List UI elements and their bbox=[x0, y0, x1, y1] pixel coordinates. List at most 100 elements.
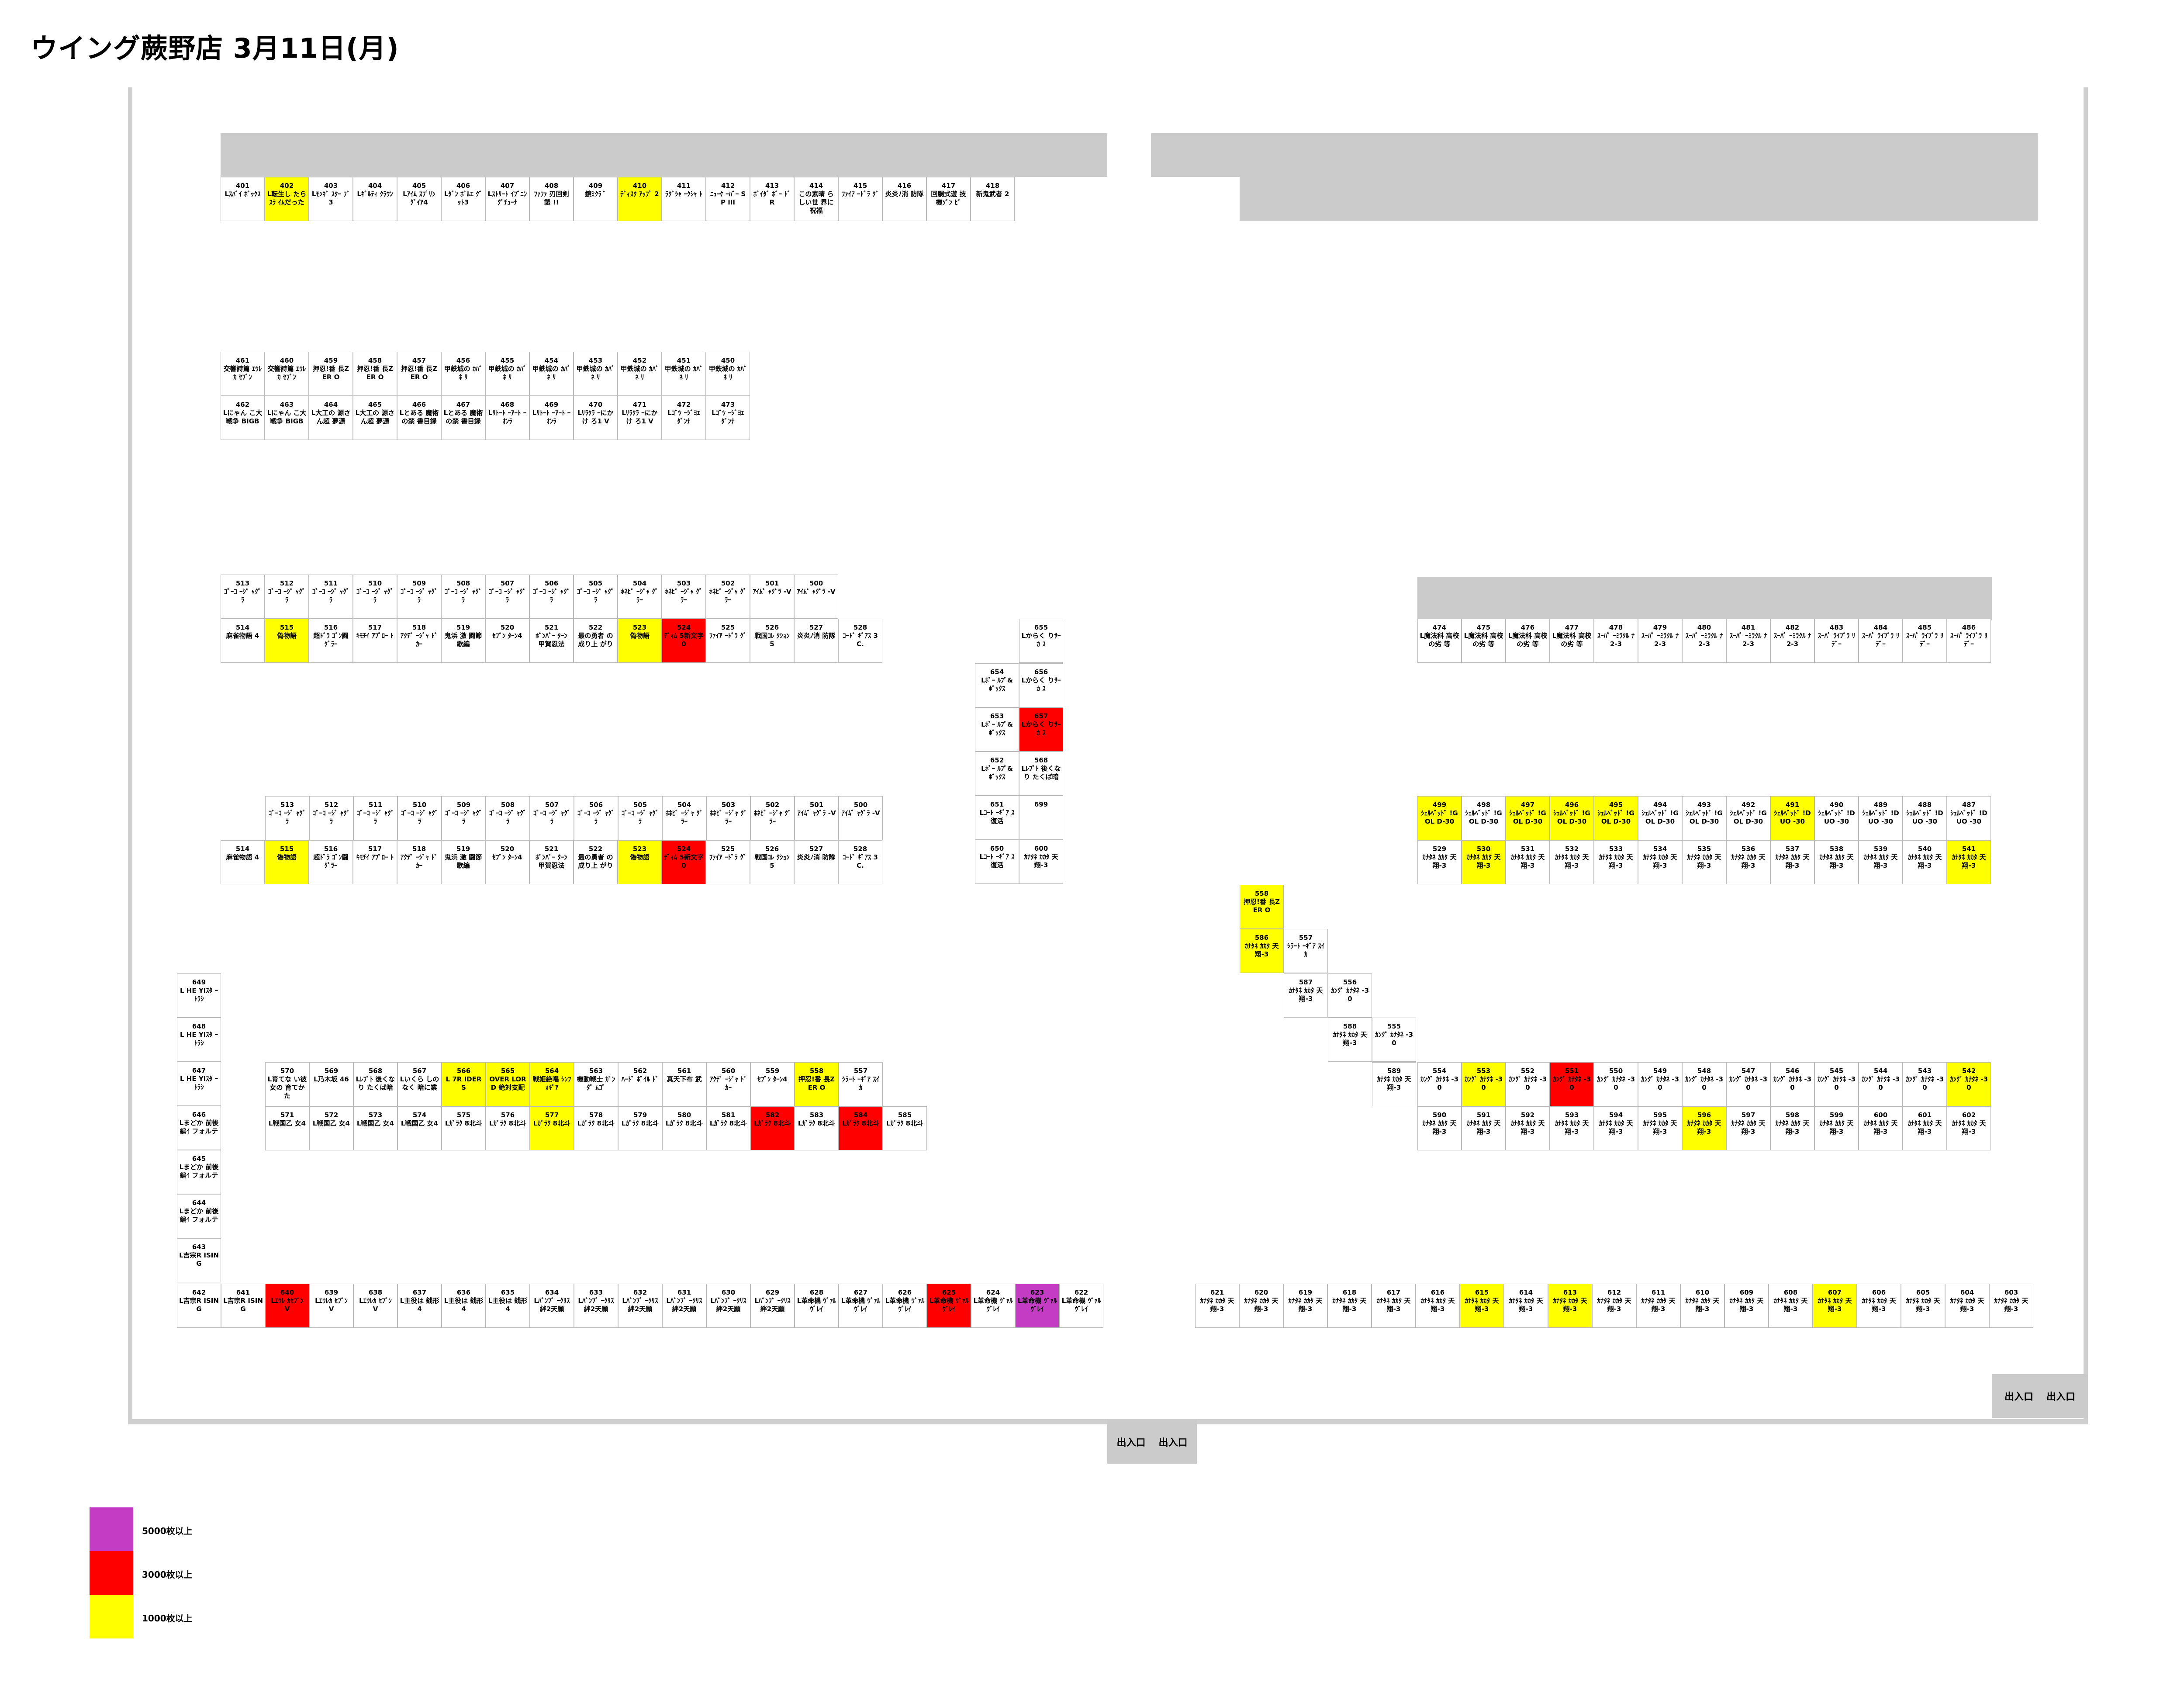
machine-cell-402[interactable]: 402L転生し たらｽﾗ ｲﾑだった bbox=[265, 177, 309, 221]
machine-cell-558[interactable]: 558押忍!番 長ZER O bbox=[1240, 885, 1284, 929]
machine-cell-489[interactable]: 489ｼｪﾙﾍﾞｯﾄﾞ !DUO -30 bbox=[1859, 796, 1903, 840]
machine-cell-472[interactable]: 472Lｺﾞﾂ ｰｼﾞﾖｴ ﾀﾞﾝﾅ bbox=[662, 396, 706, 440]
machine-cell-476[interactable]: 476L魔法科 高校の劣 等 bbox=[1506, 619, 1550, 663]
machine-cell-507[interactable]: 507ｺﾞｰｺ ｰｼﾞ ｬｸﾞﾗ bbox=[530, 796, 574, 840]
machine-cell-504[interactable]: 504ﾎﾈﾋﾞ ｰｼﾞｬ ｸﾞﾗｰ bbox=[618, 575, 662, 619]
machine-cell-584[interactable]: 584Lｶﾞﾗｸ 8北斗 bbox=[839, 1106, 883, 1150]
machine-cell-593[interactable]: 593ｶﾅﾀﾈ ｶｶﾀ 天翔-3 bbox=[1550, 1106, 1594, 1150]
machine-cell-516[interactable]: 516超ﾄﾞﾗ ｺﾞﾝ闘 ｸﾞﾗｰ bbox=[309, 840, 353, 884]
machine-cell-414[interactable]: 414この素晴 らしい世 界に祝福 bbox=[794, 177, 838, 221]
machine-cell-495[interactable]: 495ｼｪﾙﾍﾞｯﾄﾞ !GOL D-30 bbox=[1594, 796, 1638, 840]
machine-cell-410[interactable]: 410ﾃﾞｨｽｸ ｱｯﾌﾟ 2 bbox=[618, 177, 662, 221]
machine-cell-502[interactable]: 502ﾎﾈﾋﾞ ｰｼﾞｬ ｸﾞﾗｰ bbox=[706, 575, 750, 619]
machine-cell-557[interactable]: 557ｼﾗｰﾄ ｰｷﾞｱ ｽｲｶ bbox=[839, 1062, 883, 1106]
machine-cell-461[interactable]: 461交響詩篇 ｴｳﾚｶ ｾﾌﾞﾝ bbox=[221, 352, 265, 396]
machine-cell-456[interactable]: 456甲鉄城の ｶﾊﾞﾈ ﾘ bbox=[441, 352, 485, 396]
machine-cell-465[interactable]: 465L大工の 源さん超 夢源 bbox=[353, 396, 397, 440]
machine-cell-603[interactable]: 603ｶﾅﾀﾈ ｶｶﾀ 天翔-3 bbox=[1989, 1284, 2033, 1328]
machine-cell-478[interactable]: 478ｽｰﾊﾟ ｰﾐﾗｸﾙ ﾅ2-3 bbox=[1594, 619, 1638, 663]
machine-cell-645[interactable]: 645Lまどか 前後編ｲ フォルテ bbox=[177, 1150, 221, 1194]
machine-cell-518[interactable]: 518ｱｸﾃﾞ ｰｼﾞｬ ﾄﾞｶｰ bbox=[397, 619, 441, 663]
machine-cell-560[interactable]: 560ｱｸﾃﾞ ｰｼﾞｬ ﾄﾞｶｰ bbox=[706, 1062, 750, 1106]
machine-cell-405[interactable]: 405Lｱｲﾑ ｽﾌﾟﾘﾝ ｸﾞｲｱ4 bbox=[397, 177, 441, 221]
machine-cell-539[interactable]: 539ｶﾅﾀﾈ ｶｶﾀ 天翔-3 bbox=[1859, 840, 1903, 884]
machine-cell-503[interactable]: 503ﾎﾈﾋﾞ ｰｼﾞｬ ｸﾞﾗｰ bbox=[706, 796, 750, 840]
machine-cell-598[interactable]: 598ｶﾅﾀﾈ ｶｶﾀ 天翔-3 bbox=[1770, 1106, 1814, 1150]
machine-cell-640[interactable]: 640Lｴｳﾚ ｶｾﾌﾞﾝ V bbox=[265, 1284, 309, 1328]
machine-cell-496[interactable]: 496ｼｪﾙﾍﾞｯﾄﾞ !GOL D-30 bbox=[1550, 796, 1594, 840]
machine-cell-519[interactable]: 519鬼浜 激 闘節歌編 bbox=[441, 840, 485, 884]
machine-cell-488[interactable]: 488ｼｪﾙﾍﾞｯﾄﾞ !DUO -30 bbox=[1903, 796, 1947, 840]
machine-cell-615[interactable]: 615ｶﾅﾀﾈ ｶｶﾀ 天翔-3 bbox=[1460, 1284, 1504, 1328]
machine-cell-650[interactable]: 650Lｺｰﾄ ｰｷﾞｱ ｽ復活 bbox=[975, 840, 1019, 884]
machine-cell-510[interactable]: 510ｺﾞｰｺ ｰｼﾞ ｬｸﾞﾗ bbox=[353, 575, 397, 619]
machine-cell-653[interactable]: 653Lﾎﾞｰ ﾙﾌﾞ& ﾎﾞｯｸｽ bbox=[975, 707, 1019, 752]
machine-cell-409[interactable]: 409鏡ﾐｸﾗ ﾞ bbox=[574, 177, 618, 221]
machine-cell-558[interactable]: 558押忍!番 長ZER O bbox=[795, 1062, 839, 1106]
machine-cell-514[interactable]: 514麻雀物語 4 bbox=[221, 619, 265, 663]
machine-cell-483[interactable]: 483ｽｰﾊﾟ ﾗｲﾌﾞﾗ ﾘﾃﾞｰ bbox=[1814, 619, 1859, 663]
machine-cell-531[interactable]: 531ｶﾅﾀﾈ ｶｶﾀ 天翔-3 bbox=[1506, 840, 1550, 884]
machine-cell-621[interactable]: 621ｶﾅﾀﾈ ｶｶﾀ 天翔-3 bbox=[1195, 1284, 1239, 1328]
machine-cell-581[interactable]: 581Lｶﾞﾗｸ 8北斗 bbox=[706, 1106, 750, 1150]
machine-cell-506[interactable]: 506ｺﾞｰｺ ｰｼﾞ ｬｸﾞﾗ bbox=[574, 796, 618, 840]
machine-cell-521[interactable]: 521ﾎﾞﾝﾊﾞｰ ﾀｰﾝ 甲賀忍法 bbox=[529, 619, 574, 663]
machine-cell-508[interactable]: 508ｺﾞｰｺ ｰｼﾞ ｬｸﾞﾗ bbox=[486, 796, 530, 840]
machine-cell-538[interactable]: 538ｶﾅﾀﾈ ｶｶﾀ 天翔-3 bbox=[1814, 840, 1859, 884]
machine-cell-600[interactable]: 600ｶﾅﾀﾈ ｶｶﾀ 天翔-3 bbox=[1859, 1106, 1903, 1150]
machine-cell-408[interactable]: 408ﾌｧﾌｧ 刃回剣製 !! bbox=[529, 177, 574, 221]
machine-cell-588[interactable]: 588ｶﾅﾀﾈ ｶｶﾀ 天翔-3 bbox=[1328, 1018, 1372, 1062]
machine-cell-654[interactable]: 654Lﾎﾞｰ ﾙﾌﾞ& ﾎﾞｯｸｽ bbox=[975, 663, 1019, 707]
machine-cell-505[interactable]: 505ｺﾞｰｺ ｰｼﾞ ｬｸﾞﾗ bbox=[574, 575, 618, 619]
machine-cell-506[interactable]: 506ｺﾞｰｺ ｰｼﾞ ｬｸﾞﾗ bbox=[529, 575, 574, 619]
machine-cell-624[interactable]: 624L革命機 ｳﾞｧﾙ ｳﾞﾚｲ bbox=[971, 1284, 1015, 1328]
machine-cell-628[interactable]: 628L革命機 ｳﾞｧﾙ ｳﾞﾚｲ bbox=[795, 1284, 839, 1328]
machine-cell-413[interactable]: 413ﾎﾞｲﾀﾞ ﾎﾞｰ ﾄﾞR bbox=[750, 177, 794, 221]
machine-cell-637[interactable]: 637L主役は 銭形4 bbox=[397, 1284, 442, 1328]
machine-cell-610[interactable]: 610ｶﾅﾀﾈ ｶｶﾀ 天翔-3 bbox=[1680, 1284, 1724, 1328]
machine-cell-638[interactable]: 638Lｴｳﾚｶ ｾﾌﾞﾝ V bbox=[353, 1284, 397, 1328]
machine-cell-540[interactable]: 540ｶﾅﾀﾈ ｶｶﾀ 天翔-3 bbox=[1903, 840, 1947, 884]
machine-cell-475[interactable]: 475L魔法科 高校の劣 等 bbox=[1462, 619, 1506, 663]
machine-cell-507[interactable]: 507ｺﾞｰｺ ｰｼﾞ ｬｸﾞﾗ bbox=[485, 575, 529, 619]
machine-cell-485[interactable]: 485ｽｰﾊﾟ ﾗｲﾌﾞﾗ ﾘﾃﾞｰ bbox=[1903, 619, 1947, 663]
machine-cell-404[interactable]: 404Lｷﾞﾙﾃｨ ｸﾗｳﾝ bbox=[353, 177, 397, 221]
machine-cell-569[interactable]: 569L乃木坂 46 bbox=[309, 1062, 353, 1106]
machine-cell-401[interactable]: 401Lｽﾊﾞｲ ﾎﾞｯｸｽ bbox=[221, 177, 265, 221]
machine-cell-466[interactable]: 466Lとある 魔術の禁 書目録 bbox=[397, 396, 441, 440]
machine-cell-605[interactable]: 605ｶﾅﾀﾈ ｶｶﾀ 天翔-3 bbox=[1901, 1284, 1945, 1328]
machine-cell-616[interactable]: 616ｶﾅﾀﾈ ｶｶﾀ 天翔-3 bbox=[1416, 1284, 1460, 1328]
machine-cell-463[interactable]: 463Lにゃん こ大戦争 BIGB bbox=[265, 396, 309, 440]
machine-cell-639[interactable]: 639Lｴｳﾚｶ ｾﾌﾞﾝ V bbox=[309, 1284, 353, 1328]
machine-cell-537[interactable]: 537ｶﾅﾀﾈ ｶｶﾀ 天翔-3 bbox=[1770, 840, 1814, 884]
machine-cell-500[interactable]: 500ｱｲﾑﾞ ｬｸﾞﾗ -V bbox=[794, 575, 838, 619]
machine-cell-655[interactable]: 655Lからく りｻｰｶ ｽ bbox=[1019, 619, 1063, 663]
machine-cell-570[interactable]: 570L育てな い彼女の 育てかた bbox=[265, 1062, 309, 1106]
machine-cell-636[interactable]: 636L主役は 銭形4 bbox=[442, 1284, 486, 1328]
machine-cell-567[interactable]: 567Lいくら しのなく 暗に業 bbox=[397, 1062, 442, 1106]
machine-cell-587[interactable]: 587ｶﾅﾀﾈ ｶｶﾀ 天翔-3 bbox=[1284, 973, 1328, 1018]
machine-cell-580[interactable]: 580Lｶﾞﾗｸ 8北斗 bbox=[662, 1106, 706, 1150]
machine-cell-599[interactable]: 599ｶﾅﾀﾈ ｶｶﾀ 天翔-3 bbox=[1814, 1106, 1859, 1150]
machine-cell-586[interactable]: 586ｶﾅﾀﾈ ｶｶﾀ 天翔-3 bbox=[1240, 929, 1284, 973]
machine-cell-418[interactable]: 418新鬼武者 2 bbox=[971, 177, 1015, 221]
machine-cell-576[interactable]: 576Lｶﾞﾗｸ 8北斗 bbox=[486, 1106, 530, 1150]
machine-cell-614[interactable]: 614ｶﾅﾀﾈ ｶｶﾀ 天翔-3 bbox=[1504, 1284, 1548, 1328]
machine-cell-516[interactable]: 516超ﾄﾞﾗ ｺﾞﾝ闘 ｸﾞﾗｰ bbox=[309, 619, 353, 663]
machine-cell-508[interactable]: 508ｺﾞｰｺ ｰｼﾞ ｬｸﾞﾗ bbox=[441, 575, 485, 619]
machine-cell-512[interactable]: 512ｺﾞｰｺ ｰｼﾞ ｬｸﾞﾗ bbox=[265, 575, 309, 619]
machine-cell-630[interactable]: 630Lﾊﾞﾝﾌﾞ ｰｸﾘｽ 絆2天願 bbox=[706, 1284, 750, 1328]
machine-cell-597[interactable]: 597ｶﾅﾀﾈ ｶｶﾀ 天翔-3 bbox=[1726, 1106, 1770, 1150]
machine-cell-535[interactable]: 535ｶﾅﾀﾈ ｶｶﾀ 天翔-3 bbox=[1682, 840, 1726, 884]
machine-cell-479[interactable]: 479ｽｰﾊﾟ ｰﾐﾗｸﾙ ﾅ2-3 bbox=[1638, 619, 1682, 663]
machine-cell-492[interactable]: 492ｼｪﾙﾍﾞｯﾄﾞ !GOL D-30 bbox=[1726, 796, 1770, 840]
machine-cell-452[interactable]: 452甲鉄城の ｶﾊﾞﾈ ﾘ bbox=[618, 352, 662, 396]
machine-cell-520[interactable]: 520ｾﾌﾞﾝ ﾀｰﾝ4 bbox=[485, 619, 529, 663]
machine-cell-522[interactable]: 522最の勇者 の成り上 がり bbox=[574, 619, 618, 663]
machine-cell-608[interactable]: 608ｶﾅﾀﾈ ｶｶﾀ 天翔-3 bbox=[1769, 1284, 1813, 1328]
machine-cell-518[interactable]: 518ｱｸﾃﾞ ｰｼﾞｬ ﾄﾞｶｰ bbox=[397, 840, 441, 884]
machine-cell-523[interactable]: 523偽物語 bbox=[618, 619, 662, 663]
machine-cell-612[interactable]: 612ｶﾅﾀﾈ ｶｶﾀ 天翔-3 bbox=[1592, 1284, 1636, 1328]
machine-cell-468[interactable]: 468Lﾘﾄｰﾄ ｰｱｰﾄ ｰｵﾝﾗ bbox=[485, 396, 529, 440]
machine-cell-450[interactable]: 450甲鉄城の ｶﾊﾞﾈ ﾘ bbox=[706, 352, 750, 396]
